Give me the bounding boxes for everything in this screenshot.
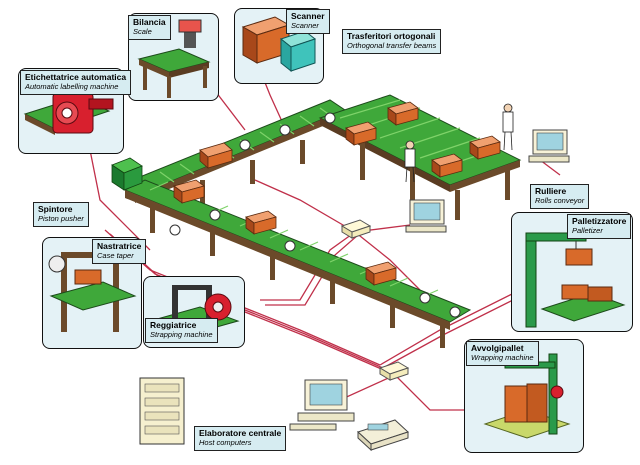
transfer-title: Trasferitori ortogonali	[347, 31, 436, 41]
workstation-icon	[528, 129, 570, 163]
pusher-subtitle: Piston pusher	[38, 214, 84, 223]
carton	[431, 153, 463, 178]
scanner-subtitle: Scanner	[291, 21, 319, 30]
taper-icon	[48, 252, 137, 332]
host-computer-icon	[139, 377, 185, 445]
junction-box	[340, 219, 372, 239]
scale-icon	[137, 19, 211, 98]
rollers-title: Rulliere	[535, 186, 567, 196]
taper-label: Nastratrice Case taper	[92, 239, 147, 264]
carton	[173, 179, 205, 204]
wrapping-label: Avvolgipallet Wrapping machine	[466, 341, 539, 366]
carton	[365, 261, 397, 286]
pusher-title: Spintore	[38, 204, 73, 214]
host-subtitle: Host computers	[199, 438, 252, 447]
strapping-title: Reggiatrice	[150, 320, 197, 330]
sensor-points	[169, 112, 461, 318]
workstation-icon	[289, 379, 355, 431]
transfer-subtitle: Orthogonal transfer beams	[347, 41, 437, 50]
wrapping-subtitle: Wrapping machine	[471, 353, 534, 362]
taper-subtitle: Case taper	[97, 251, 134, 260]
carton	[387, 101, 419, 126]
scanner-icon	[241, 16, 317, 73]
rollers-label: Rulliere Rolls conveyor	[530, 184, 590, 209]
pusher-icon	[111, 157, 143, 191]
scale-subtitle: Scale	[133, 27, 152, 36]
transfer-label: Trasferitori ortogonali Orthogonal trans…	[342, 29, 442, 54]
scale-title: Bilancia	[133, 17, 166, 27]
labeller-label: Etichettatrice automatica Automatic labe…	[20, 70, 132, 95]
carton	[469, 135, 501, 160]
taper-title: Nastratrice	[97, 241, 142, 251]
scanner-panel	[234, 8, 324, 84]
labeller-icon	[23, 92, 114, 135]
palletizer-icon	[525, 232, 626, 328]
pusher-label: Spintore Piston pusher	[33, 202, 89, 227]
palletizer-label: Palletizzatore Palletizer	[567, 214, 632, 239]
operator-icon	[502, 103, 514, 151]
printer-icon	[357, 419, 409, 452]
labeller-subtitle: Automatic labelling machine	[25, 82, 119, 91]
rollers-subtitle: Rolls conveyor	[535, 196, 585, 205]
wrapper-icon	[483, 353, 571, 439]
scale-label: Bilancia Scale	[128, 15, 171, 40]
junction-box	[378, 361, 410, 381]
scale-panel	[128, 13, 219, 101]
scanner-label: Scanner Scanner	[286, 9, 330, 34]
labeller-title: Etichettatrice automatica	[25, 72, 127, 82]
palletizer-subtitle: Palletizer	[572, 226, 603, 235]
cartons	[173, 101, 501, 286]
workstation-icon	[405, 199, 447, 233]
carton	[345, 121, 377, 146]
carton	[199, 142, 233, 169]
strapping-subtitle: Strapping machine	[150, 330, 213, 339]
host-label: Elaboratore centrale Host computers	[194, 426, 287, 451]
strapping-label: Reggiatrice Strapping machine	[145, 318, 218, 343]
wrapping-title: Avvolgipallet	[471, 343, 524, 353]
operator-icon	[404, 140, 416, 183]
carton	[245, 210, 277, 235]
scanner-title: Scanner	[291, 11, 325, 21]
palletizer-title: Palletizzatore	[572, 216, 627, 226]
host-title: Elaboratore centrale	[199, 428, 282, 438]
